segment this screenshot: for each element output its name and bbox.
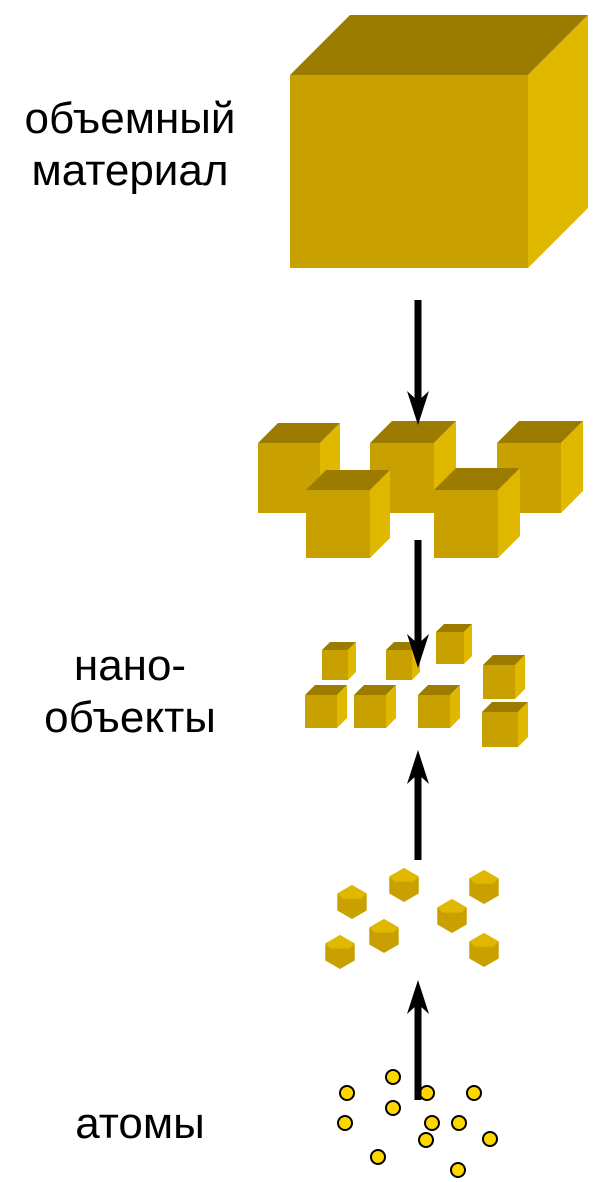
atom — [450, 1162, 466, 1178]
atom-cluster-hexagon — [469, 933, 499, 967]
atom-cluster-hexagon — [325, 935, 355, 969]
nano-object-cube — [305, 685, 347, 728]
arrow-down-medium-to-nano — [407, 540, 429, 668]
atom — [337, 1115, 353, 1131]
atom — [482, 1131, 498, 1147]
atom — [370, 1149, 386, 1165]
nano-objects-label-line1: нано- — [73, 641, 187, 690]
nano-object-cube — [436, 624, 472, 664]
atom — [419, 1085, 435, 1101]
bulk-material-label-line2: материал — [31, 146, 229, 195]
nano-object-cube — [482, 702, 528, 747]
atom-cluster-hexagon — [469, 870, 499, 904]
atom — [339, 1085, 355, 1101]
arrow-down-bulk-to-medium — [407, 300, 429, 425]
atom-cluster-hexagon — [337, 885, 367, 919]
atom — [385, 1100, 401, 1116]
nano-objects-label: нано- объекты — [30, 640, 230, 744]
arrow-up-clusters-to-nano — [407, 750, 429, 860]
bulk-material-cube — [290, 15, 588, 268]
atom — [424, 1115, 440, 1131]
medium-cube — [434, 468, 520, 558]
atoms-label: атомы — [75, 1099, 205, 1148]
atom — [451, 1115, 467, 1131]
nano-object-cube — [354, 685, 396, 728]
atom — [385, 1069, 401, 1085]
bulk-material-label: объемный материал — [0, 93, 260, 197]
bulk-material-label-line1: объемный — [24, 94, 236, 143]
nano-objects-label-line2: объекты — [44, 693, 216, 742]
atom — [418, 1132, 434, 1148]
nano-object-cube — [322, 642, 356, 680]
atom-cluster-hexagon — [389, 868, 419, 902]
atom-cluster-hexagon — [369, 919, 399, 953]
atom-cluster-hexagon — [437, 899, 467, 933]
nano-object-cube — [483, 655, 525, 699]
arrow-up-atoms-to-clusters — [407, 980, 429, 1100]
nano-object-cube — [418, 685, 460, 728]
atom — [466, 1085, 482, 1101]
medium-cube — [306, 470, 390, 558]
